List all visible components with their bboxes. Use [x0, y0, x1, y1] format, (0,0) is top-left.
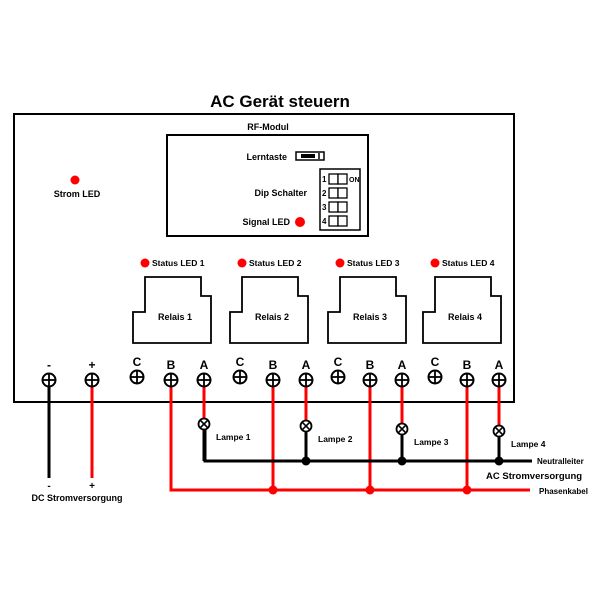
relay-label: Relais 1: [158, 312, 192, 322]
status-led-icon: [237, 258, 247, 268]
status-led-icon: [140, 258, 150, 268]
dip-number: 1: [322, 175, 327, 184]
phase-junction-2: [268, 485, 278, 495]
terminal-label: C: [236, 355, 245, 369]
relay-3: Status LED 3 Relais 3: [327, 258, 407, 344]
terminal-3[interactable]: C: [129, 355, 145, 385]
terminal-label: C: [133, 355, 142, 369]
power-led-icon: [70, 175, 80, 185]
terminal-label: A: [302, 358, 311, 372]
dip-switch-1[interactable]: 1: [322, 173, 348, 185]
terminal-label: C: [431, 355, 440, 369]
lamp-1: Lampe 1: [197, 387, 251, 461]
neutral-junction: [494, 456, 504, 466]
relay-label: Relais 4: [448, 312, 482, 322]
terminal-label: A: [495, 358, 504, 372]
lamp-label: Lampe 1: [216, 432, 251, 442]
phase-junction-3: [365, 485, 375, 495]
terminal-label: A: [200, 358, 209, 372]
relay-2: Status LED 2 Relais 2: [229, 258, 309, 344]
dip-number: 4: [322, 217, 327, 226]
terminal-1[interactable]: -: [41, 358, 57, 388]
lamp-label: Lampe 2: [318, 434, 353, 444]
lamp-icon: [197, 417, 211, 431]
dc-plus-label: +: [89, 481, 95, 492]
rf-module-box: [166, 134, 369, 237]
dip-switch-4[interactable]: 4: [322, 215, 348, 227]
terminal-label: B: [463, 358, 472, 372]
lamp-icon: [299, 419, 313, 433]
ac-supply-label: AC Stromversorgung: [486, 471, 582, 482]
lamp-icon: [492, 424, 506, 438]
terminal-7[interactable]: B: [265, 358, 281, 388]
relay-body: [229, 276, 309, 344]
dip-number: 2: [322, 189, 327, 198]
status-led-label: Status LED 2: [249, 258, 302, 268]
dc-minus-label: -: [47, 481, 50, 492]
relay-label: Relais 3: [353, 312, 387, 322]
terminal-label: B: [269, 358, 278, 372]
terminal-9[interactable]: C: [330, 355, 346, 385]
neutral-label: Neutralleiter: [537, 457, 584, 466]
neutral-junction: [301, 456, 311, 466]
status-led-icon: [430, 258, 440, 268]
terminal-11[interactable]: A: [394, 358, 410, 388]
lamp-2: Lampe 2: [299, 387, 353, 466]
signal-led-icon: [295, 217, 305, 227]
learn-button-label: Lerntaste: [246, 152, 287, 162]
terminal-label: B: [167, 358, 176, 372]
lamp-4: Lampe 4: [492, 387, 546, 466]
terminal-label: C: [334, 355, 343, 369]
power-led-label: Strom LED: [54, 189, 101, 199]
status-led-icon: [335, 258, 345, 268]
terminal-5[interactable]: A: [196, 358, 212, 388]
controller-box: [13, 113, 515, 403]
dip-switch-2[interactable]: 2: [322, 187, 348, 199]
dip-switch-label: Dip Schalter: [254, 188, 307, 198]
phase-wire: [169, 381, 530, 492]
status-led-label: Status LED 1: [152, 258, 205, 268]
terminal-12[interactable]: C: [427, 355, 443, 385]
dip-number: 3: [322, 203, 327, 212]
relay-body: [132, 276, 212, 344]
terminal-10[interactable]: B: [362, 358, 378, 388]
terminal-label: -: [47, 358, 51, 372]
status-led-label: Status LED 3: [347, 258, 400, 268]
dip-switch-box: [319, 168, 361, 231]
terminal-6[interactable]: C: [232, 355, 248, 385]
relay-label: Relais 2: [255, 312, 289, 322]
lamp-label: Lampe 3: [414, 437, 449, 447]
relay-4: Status LED 4 Relais 4: [422, 258, 502, 344]
status-led-label: Status LED 4: [442, 258, 495, 268]
terminal-2[interactable]: +: [84, 358, 100, 388]
neutral-junction: [397, 456, 407, 466]
phase-label: Phasenkabel: [539, 487, 588, 496]
diagram-title: AC Gerät steuern: [210, 92, 350, 111]
lamp-label: Lampe 4: [511, 439, 546, 449]
dip-switch-3[interactable]: 3: [322, 201, 348, 213]
lamp-3: Lampe 3: [395, 387, 449, 466]
relay-body: [327, 276, 407, 344]
terminal-label: B: [366, 358, 375, 372]
learn-button-icon[interactable]: [295, 151, 325, 161]
lamp-icon: [395, 422, 409, 436]
terminal-4[interactable]: B: [163, 358, 179, 388]
dip-on-label: ON: [349, 177, 360, 184]
rf-module-label: RF-Modul: [247, 122, 288, 132]
phase-junction-4: [462, 485, 472, 495]
relay-1: Status LED 1 Relais 1: [132, 258, 212, 344]
terminal-8[interactable]: A: [298, 358, 314, 388]
relay-body: [422, 276, 502, 344]
signal-led-label: Signal LED: [242, 217, 290, 227]
terminal-label: A: [398, 358, 407, 372]
terminal-13[interactable]: B: [459, 358, 475, 388]
terminal-14[interactable]: A: [491, 358, 507, 388]
terminal-label: +: [88, 358, 95, 372]
dc-supply-label: DC Stromversorgung: [31, 493, 122, 503]
